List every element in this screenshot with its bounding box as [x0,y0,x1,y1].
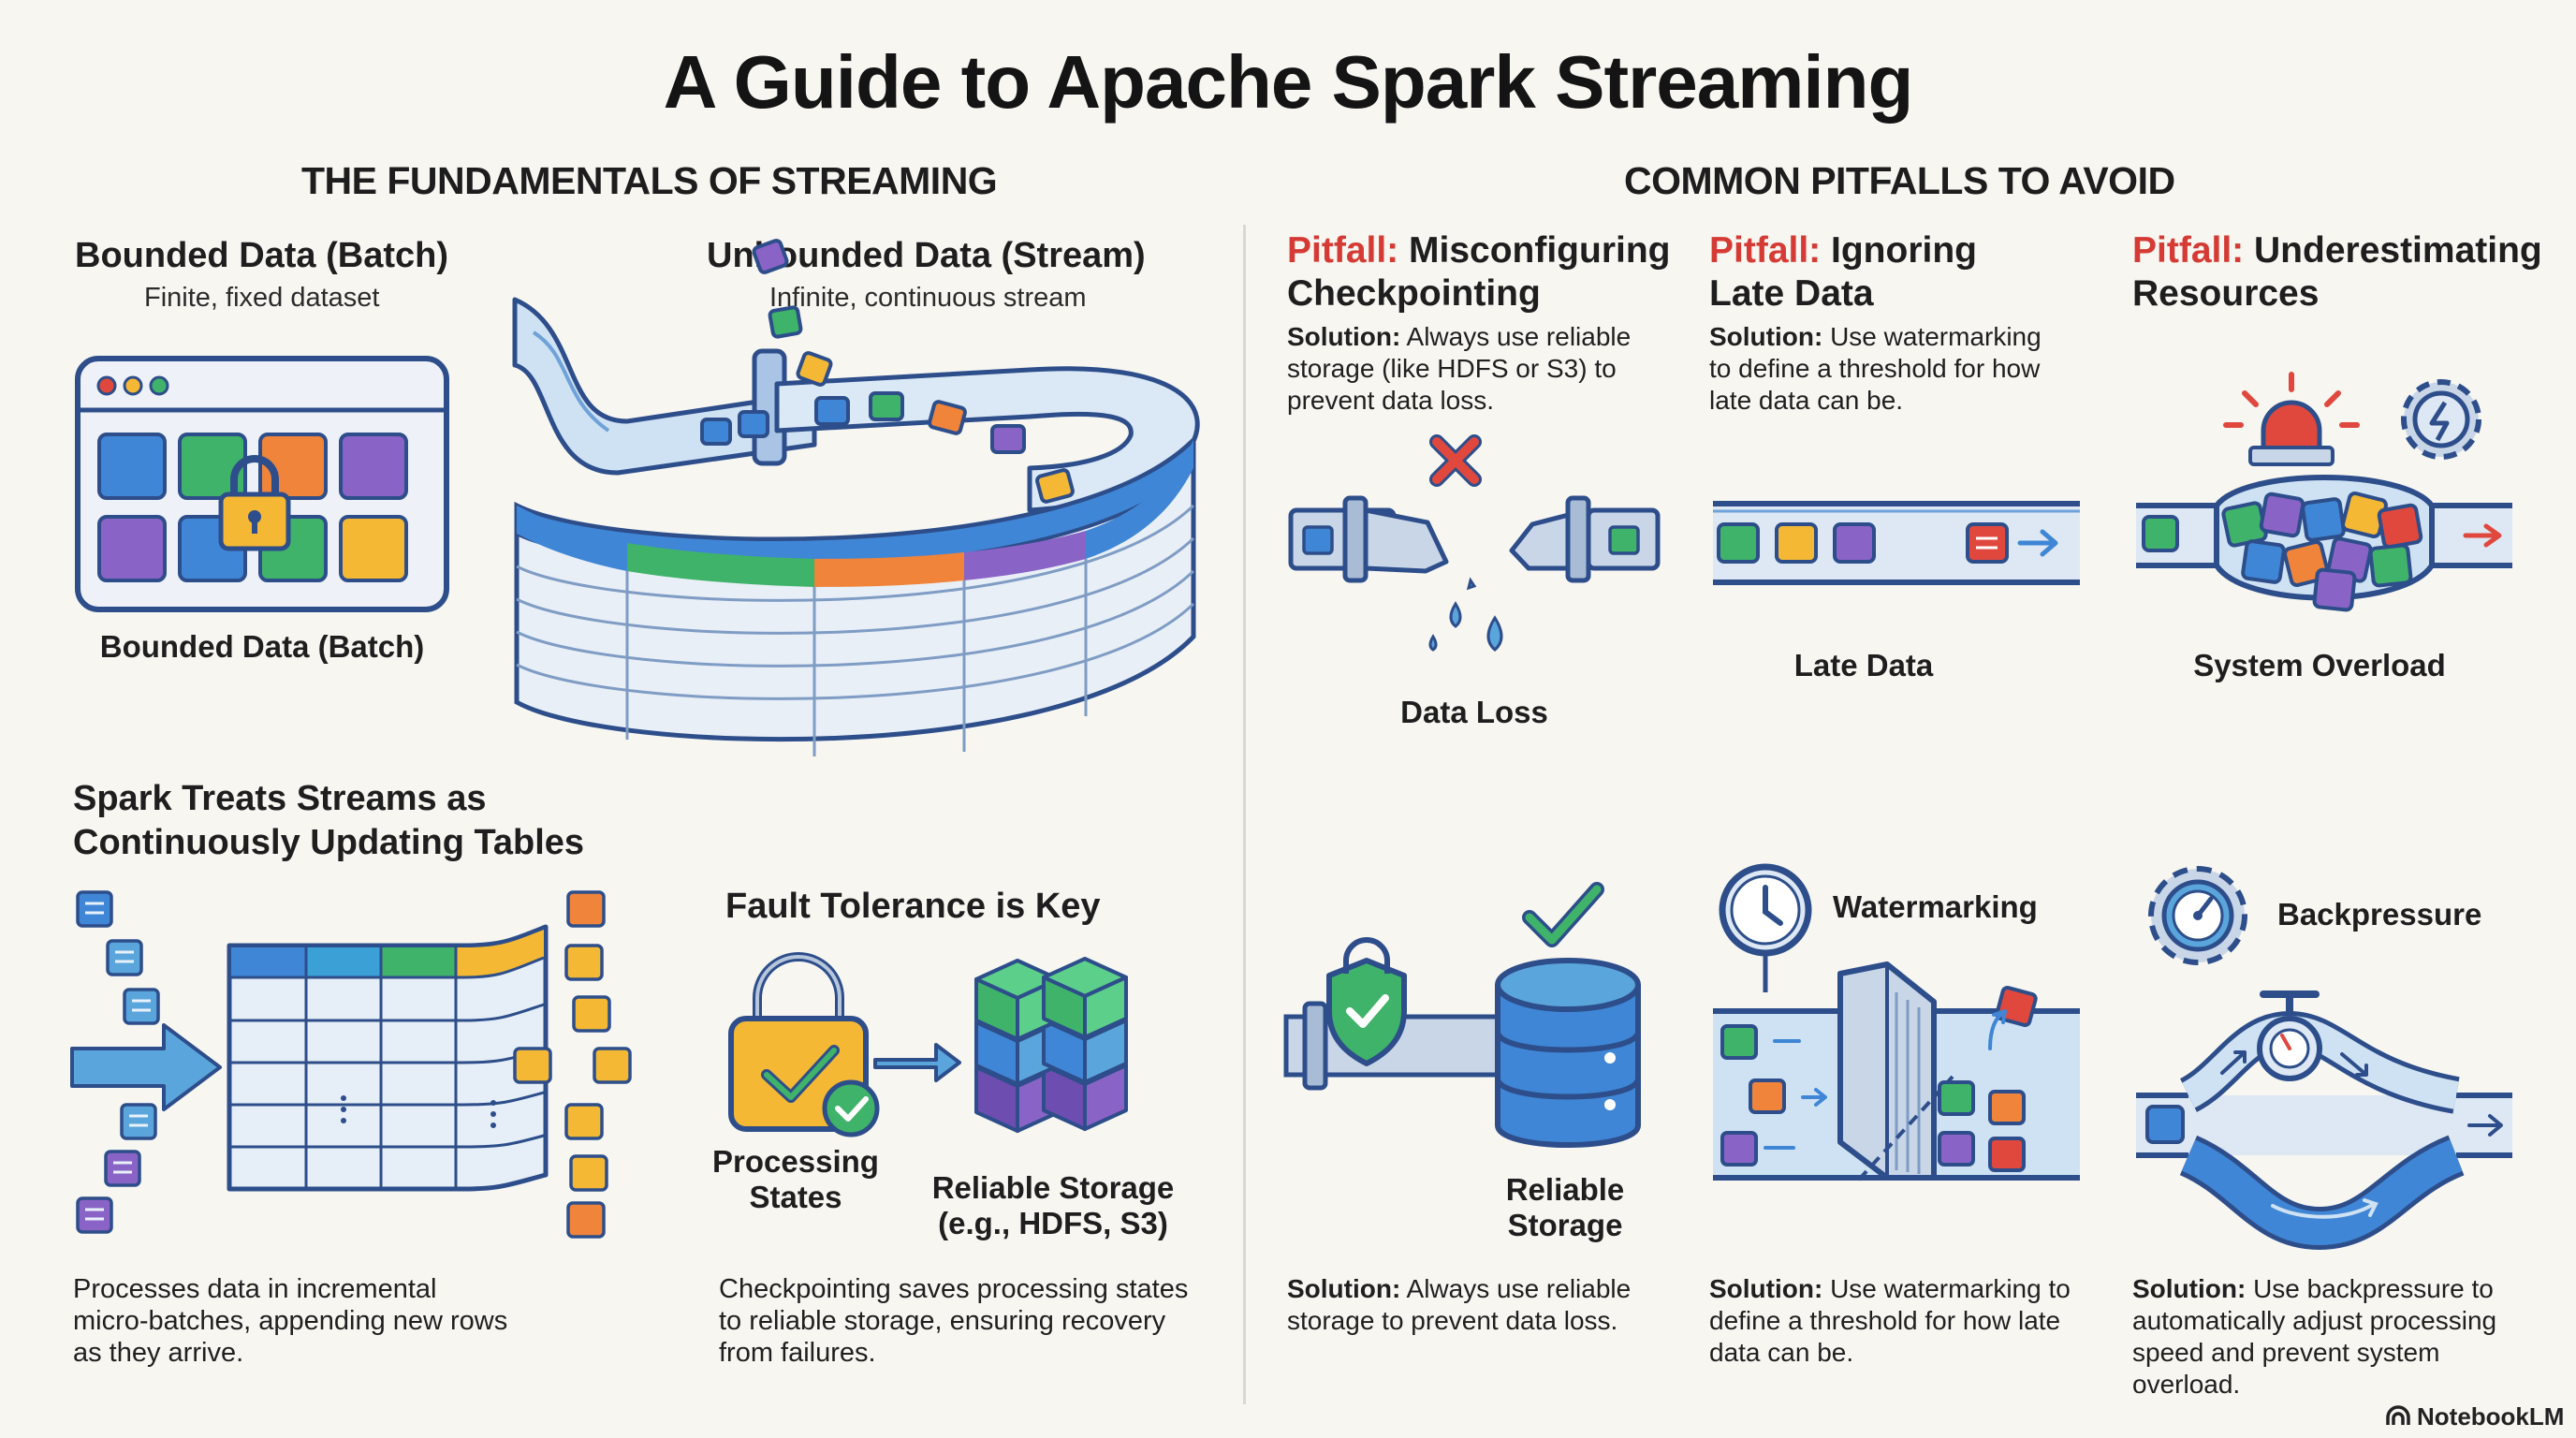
pitfall-1-solution-1: Solution: Always use reliable [1287,322,1632,351]
fix-2-solution-1: Solution: Use watermarking to [1709,1274,2071,1303]
backpressure-illustration [2136,866,2512,1251]
reliable-storage-caption-2: Storage [1507,1208,1623,1242]
fix-1-solution-1: Solution: Always use reliable [1287,1274,1632,1303]
fault-tolerance-illustration [728,952,1128,1137]
fundamentals-heading: THE FUNDAMENTALS OF STREAMING [301,159,998,202]
late-data-caption: Late Data [1793,648,1934,682]
batch-window-illustration [75,356,449,612]
tables-desc-3: as they arrive. [73,1338,244,1368]
storage-label-1: Reliable Storage [931,1170,1175,1205]
late-data-pipe-illustration [1713,501,2080,585]
storage-label-2: (e.g., HDFS, S3) [938,1206,1168,1240]
stream-table-illustration [512,239,1200,756]
unbounded-subtitle: Infinite, continuous stream [769,283,1087,313]
fix-3-solution-1: Solution: Use backpressure to [2132,1274,2494,1303]
watermarking-caption: Watermarking [1833,889,2038,924]
pitfall-3-title-2: Resources [2132,273,2320,314]
page-title: A Guide to Apache Spark Streaming [663,40,1914,124]
tables-desc-1: Processes data in incremental [73,1274,437,1304]
fix-2-solution-3: data can be. [1709,1338,1854,1367]
fault-desc-3: from failures. [719,1338,876,1368]
pitfall-1-title-2: Checkpointing [1287,273,1541,314]
pitfall-2-solution-3: late data can be. [1709,386,1904,415]
pitfall-3-title-1: Pitfall: Underestimating [2132,230,2542,271]
data-loss-caption: Data Loss [1400,695,1548,729]
pitfall-1-title-1: Pitfall: Misconfiguring [1287,230,1671,271]
notebooklm-logo-icon [2386,1405,2410,1425]
clock-icon [1719,863,1812,957]
system-overload-caption: System Overload [2193,648,2446,682]
lock-icon [218,455,291,551]
updating-table-illustration [70,890,632,1239]
watermarking-illustration [1713,863,2080,1181]
pitfall-2-solution-2: to define a threshold for how [1709,354,2041,383]
padlock-check-icon [728,952,880,1137]
brand-label: NotebookLM [2417,1402,2565,1431]
processing-label-2: States [749,1180,842,1214]
fix-1-solution-2: storage to prevent data loss. [1287,1306,1618,1335]
shield-check-icon [1326,937,1407,1066]
fault-desc-2: to reliable storage, ensuring recovery [719,1306,1166,1336]
bounded-title: Bounded Data (Batch) [75,236,448,275]
fix-3-solution-4: overload. [2132,1370,2241,1399]
backpressure-caption: Backpressure [2277,897,2482,932]
pitfall-1-solution-3: prevent data loss. [1287,386,1495,415]
bounded-caption: Bounded Data (Batch) [99,629,425,664]
broken-pipe-illustration [1288,434,1661,652]
processing-label-1: Processing [712,1144,879,1179]
pitfall-1-solution-2: storage (like HDFS or S3) to [1287,354,1617,383]
fix-2-solution-2: define a threshold for how late [1709,1306,2061,1335]
overload-pipe-illustration [2136,372,2512,612]
database-icon [1495,958,1641,1148]
red-x-icon [1429,434,1482,487]
pitfall-2-solution-1: Solution: Use watermarking [1709,322,2042,351]
tables-title-1: Spark Treats Streams as [73,779,487,818]
gear-warning-icon [2401,379,2481,460]
pitfalls-heading: COMMON PITFALLS TO AVOID [1624,159,2175,202]
reliable-storage-illustration [1283,882,1641,1148]
bounded-subtitle: Finite, fixed dataset [144,283,380,313]
pitfall-2-title-1: Pitfall: Ignoring [1709,230,1977,271]
fix-3-solution-2: automatically adjust processing [2132,1306,2497,1335]
gauge-icon [2148,866,2247,965]
fault-desc-1: Checkpointing saves processing states [719,1274,1189,1304]
tables-desc-2: micro-batches, appending new rows [73,1306,508,1336]
alarm-siren-icon [2223,372,2360,466]
fault-title: Fault Tolerance is Key [725,887,1101,926]
reliable-storage-caption-1: Reliable [1505,1172,1625,1207]
pitfall-2-title-2: Late Data [1709,273,1874,314]
tables-title-2: Continuously Updating Tables [73,823,585,862]
fix-3-solution-3: speed and prevent system [2132,1338,2440,1367]
section-divider [1243,225,1246,1404]
